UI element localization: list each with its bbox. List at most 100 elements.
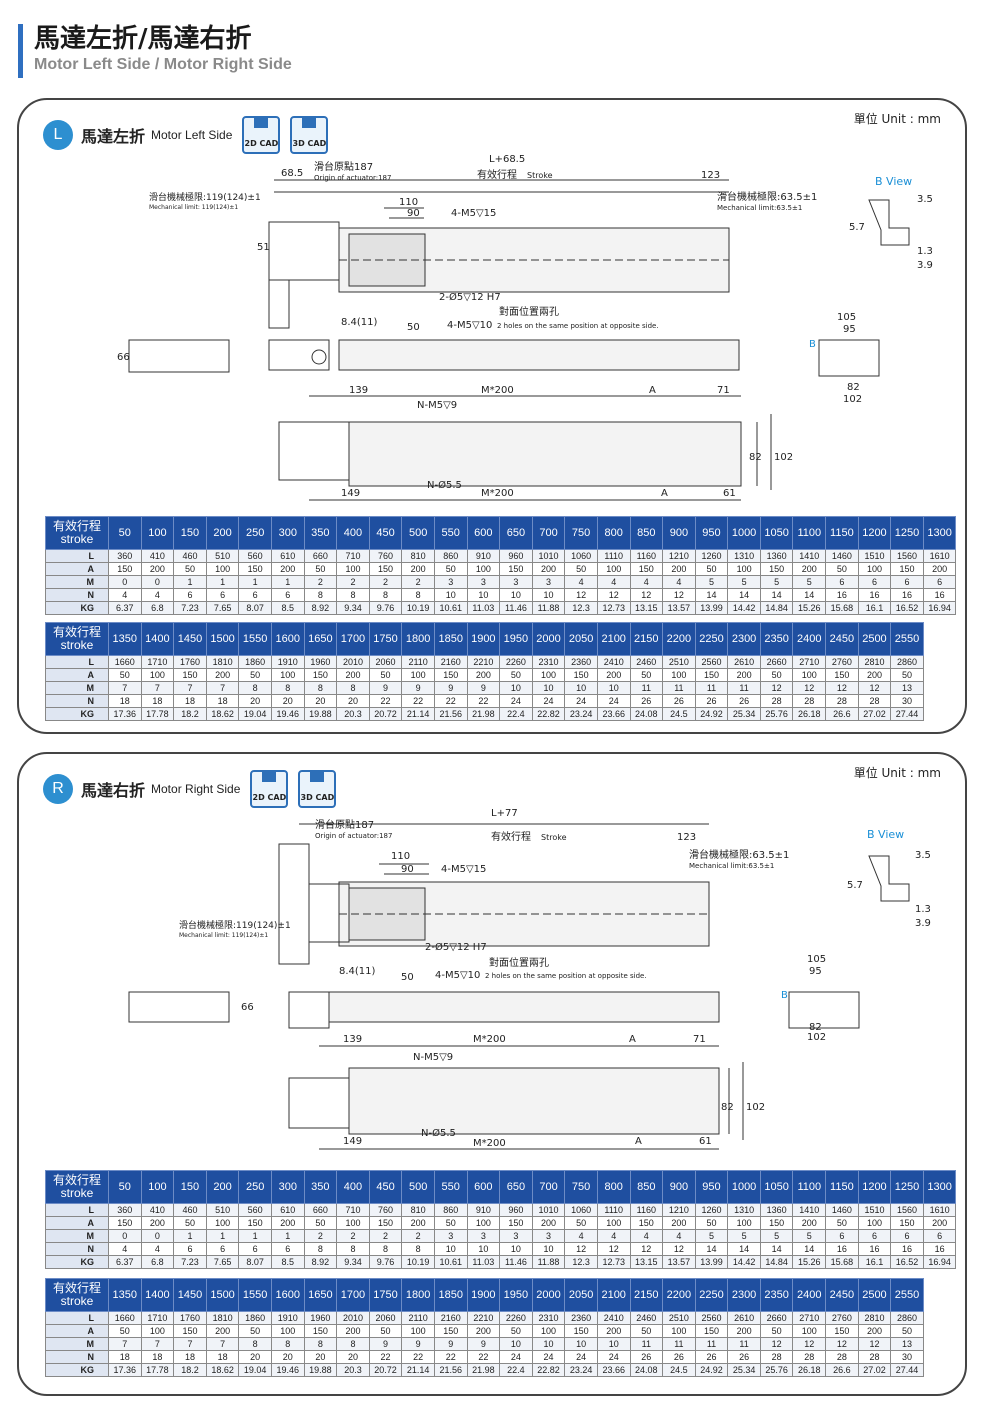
table-cell: 150: [368, 1216, 403, 1230]
table-cell: 14: [759, 1242, 794, 1256]
table-cell: 26: [727, 694, 761, 708]
stroke-value: 1950: [499, 1278, 533, 1312]
actuator-body-bottom: [348, 421, 742, 487]
table-cell: 200: [727, 668, 761, 682]
table-cell: 11.88: [531, 601, 566, 615]
dim-a2-text: A: [635, 1136, 642, 1147]
table-cell: 6: [825, 1229, 859, 1243]
table-cell: 28: [792, 694, 827, 708]
table-cell: 2110: [401, 1311, 435, 1325]
table-cell: 200: [270, 562, 305, 576]
table-cell: 150: [759, 1216, 794, 1230]
cad-3d-button[interactable]: 3D CAD: [298, 770, 337, 808]
table-cell: 20: [303, 694, 338, 708]
table-cell: 150: [564, 1324, 598, 1338]
opposite-cn: 對面位置兩孔: [499, 305, 559, 318]
origin-en: Origin of actuator:187: [315, 832, 392, 840]
table-cell: 12: [792, 1337, 827, 1351]
table-cell: 16: [825, 588, 859, 602]
table-cell: 360: [108, 1203, 142, 1217]
table-cell: 8: [303, 1242, 338, 1256]
table-cell: 24.08: [629, 707, 664, 721]
b-dim-13: 1.3: [917, 246, 933, 257]
table-cell: 200: [531, 562, 566, 576]
stroke-value: 1750: [368, 1278, 403, 1312]
table-cell: 2060: [368, 1311, 403, 1325]
stroke-value: 400: [336, 1170, 370, 1204]
table-cell: 16: [890, 588, 924, 602]
table-cell: 4: [140, 1242, 175, 1256]
table-cell: 10: [499, 681, 533, 695]
stroke-value: 1250: [890, 1170, 924, 1204]
stroke-value: 2550: [890, 622, 924, 656]
table-cell: 24: [596, 1350, 631, 1364]
table-cell: 1510: [857, 549, 892, 563]
pin-label: 2-Ø5▽12 H7: [439, 291, 501, 303]
table-cell: 1: [238, 575, 272, 589]
stroke-value: 700: [531, 1170, 566, 1204]
table-cell: 2: [336, 575, 370, 589]
table-cell: 9: [433, 681, 468, 695]
table-cell: 24.92: [694, 1363, 729, 1377]
table-cell: 2160: [433, 655, 468, 669]
badge-l: L: [43, 120, 73, 150]
cad-3d-button[interactable]: 3D CAD: [290, 116, 329, 154]
table-cell: 7: [108, 681, 142, 695]
stroke-value: 650: [499, 516, 533, 550]
table-cell: 25.76: [759, 1363, 794, 1377]
table-cell: 100: [205, 1216, 240, 1230]
table-cell: 2310: [531, 655, 566, 669]
table-cell: 30: [890, 1350, 924, 1364]
stroke-value: 2400: [792, 1278, 827, 1312]
table-cell: 1660: [108, 655, 142, 669]
stroke-value: 200: [205, 516, 240, 550]
stroke-value: 1550: [238, 622, 272, 656]
stroke-value: 1150: [825, 1170, 859, 1204]
table-cell: 18: [140, 1350, 175, 1364]
table-cell: 1610: [922, 549, 957, 563]
stroke-value: 1000: [727, 516, 761, 550]
e-dim-82: 82: [809, 1022, 822, 1033]
table-cell: 1960: [303, 655, 338, 669]
table-cell: 28: [825, 694, 859, 708]
table-cell: 150: [173, 1324, 207, 1338]
table-cell: 6: [238, 588, 272, 602]
stroke-value: 300: [270, 516, 305, 550]
pin-label: 2-Ø5▽12 H7: [425, 941, 487, 953]
table-cell: 50: [825, 1216, 859, 1230]
mech-limit-right-cn: 滑台機械極限:63.5±1: [717, 190, 817, 203]
cad-2d-button[interactable]: 2D CAD: [250, 770, 289, 808]
table-cell: 150: [825, 1324, 859, 1338]
dim-m200-text: M*200: [481, 385, 514, 396]
table-cell: 2010: [336, 655, 370, 669]
table-cell: 150: [825, 668, 859, 682]
drawing-motor-left: L+68.5 68.5 滑台原點187 Origin of actuator:1…: [117, 154, 933, 501]
table-cell: 3: [531, 575, 566, 589]
dim-66-text: 66: [117, 352, 130, 363]
table-cell: 1310: [727, 549, 761, 563]
table-cell: 20.72: [368, 1363, 403, 1377]
motor-block-bottom: [288, 1077, 350, 1129]
stroke-header-cn: 有效行程: [52, 625, 101, 639]
table-cell: 1210: [662, 549, 696, 563]
b-view-profile: [868, 199, 910, 246]
cad-2d-button[interactable]: 2D CAD: [242, 116, 281, 154]
table-cell: 16.1: [857, 601, 892, 615]
table-cell: 100: [596, 1216, 631, 1230]
table-cell: 24.5: [662, 1363, 696, 1377]
table-cell: 1: [270, 1229, 305, 1243]
stroke-en: Stroke: [527, 171, 553, 180]
origin-cn: 滑台原點187: [314, 160, 373, 173]
dim-139-text: 139: [343, 1034, 362, 1045]
table-cell: 24: [564, 1350, 598, 1364]
table-cell: 2: [336, 1229, 370, 1243]
table-cell: 50: [629, 668, 664, 682]
table-cell: 14: [694, 588, 729, 602]
table-cell: 20: [336, 1350, 370, 1364]
table-cell: 8: [238, 681, 272, 695]
